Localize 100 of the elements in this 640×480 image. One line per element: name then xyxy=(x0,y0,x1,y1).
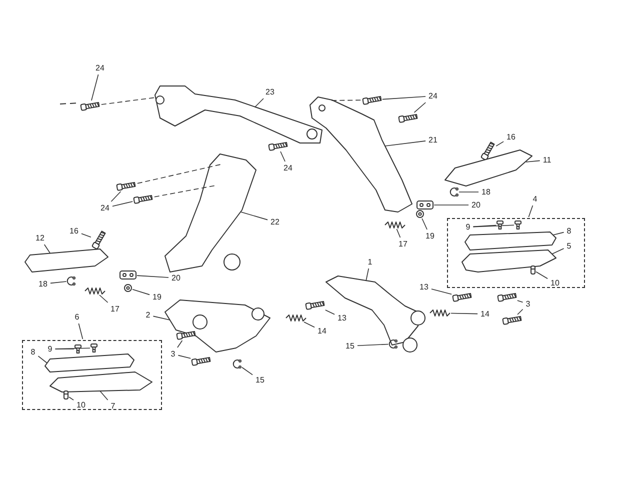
bolt xyxy=(502,316,522,326)
circlip xyxy=(66,276,76,286)
bolt xyxy=(80,102,100,112)
callout-number: 4 xyxy=(532,194,538,204)
bolt xyxy=(452,292,472,302)
callout-number: 2 xyxy=(144,310,152,320)
leader-line xyxy=(472,224,514,228)
bolt xyxy=(133,194,153,204)
callout-number: 1 xyxy=(366,258,374,266)
leader-line xyxy=(324,310,335,315)
callout-number: 19 xyxy=(424,232,436,240)
center-line xyxy=(330,100,362,101)
screw xyxy=(74,344,82,354)
callout-number: 11 xyxy=(542,156,552,164)
callout-number: 6 xyxy=(74,312,80,322)
leader-line xyxy=(54,348,90,350)
leader-line xyxy=(110,191,122,202)
callout-number: 5 xyxy=(566,242,572,250)
detent-plate xyxy=(120,270,136,280)
leader-line xyxy=(44,244,50,254)
screw xyxy=(514,220,522,230)
leader-line xyxy=(517,308,524,315)
washer xyxy=(416,210,424,218)
callout-number: 17 xyxy=(398,240,408,248)
spring xyxy=(384,222,406,228)
screw xyxy=(90,344,98,352)
leader-line xyxy=(99,294,108,303)
callout-number: 8 xyxy=(30,348,36,356)
center-line xyxy=(154,185,216,198)
leader-line xyxy=(382,96,426,100)
rubber-pad xyxy=(44,354,134,372)
bolt xyxy=(268,142,288,152)
rubber-pad xyxy=(464,232,556,250)
callout-number: 9 xyxy=(46,344,54,354)
leader-line xyxy=(526,160,540,162)
callout-number: 3 xyxy=(170,350,176,358)
leader-line xyxy=(38,356,48,364)
callout-number: 17 xyxy=(110,304,120,314)
bolt xyxy=(497,292,517,302)
callout-number: 14 xyxy=(316,326,328,336)
leader-line xyxy=(54,348,74,350)
leader-line xyxy=(472,224,496,228)
pivot-pin xyxy=(64,390,68,400)
leader-line xyxy=(152,316,170,320)
bolt xyxy=(398,114,418,124)
callout-number: 7 xyxy=(110,402,116,410)
callout-number: 20 xyxy=(470,200,482,210)
kit-group-frame xyxy=(22,340,162,410)
callout-number: 24 xyxy=(428,92,438,100)
leader-line xyxy=(366,268,370,282)
callout-number: 9 xyxy=(464,222,472,232)
leader-line xyxy=(50,281,67,284)
leader-line xyxy=(552,248,564,254)
leader-line xyxy=(240,212,268,220)
callout-number: 3 xyxy=(524,300,532,308)
leader-line xyxy=(178,354,192,359)
callout-number: 15 xyxy=(344,342,356,350)
callout-number: 8 xyxy=(566,226,572,236)
washer xyxy=(124,284,132,292)
callout-number: 22 xyxy=(270,218,280,226)
bolt xyxy=(191,356,211,366)
footrest-peg xyxy=(50,372,152,392)
leader-line xyxy=(242,366,253,376)
leader-line xyxy=(280,151,286,162)
spring xyxy=(84,288,106,294)
callout-number: 24 xyxy=(100,204,110,212)
callout-number: 18 xyxy=(480,188,492,196)
leader-line xyxy=(357,344,389,346)
center-line xyxy=(100,97,156,105)
leader-line xyxy=(78,323,84,340)
leader-line xyxy=(136,275,169,278)
bolt xyxy=(305,300,325,310)
mounting-bracket xyxy=(154,86,322,144)
bolt xyxy=(116,182,136,192)
leader-line xyxy=(177,340,183,348)
callout-number: 19 xyxy=(152,292,162,302)
leader-line xyxy=(81,233,92,238)
footrest-peg xyxy=(462,250,556,272)
pivot-pin xyxy=(530,266,536,274)
circlip xyxy=(232,360,242,368)
kit-group-frame xyxy=(447,218,585,288)
bolt xyxy=(176,330,196,340)
callout-number: 23 xyxy=(264,88,276,96)
spring xyxy=(286,314,306,322)
leader-line xyxy=(496,141,504,146)
callout-number: 14 xyxy=(480,310,490,318)
leader-line xyxy=(396,228,401,238)
callout-number: 13 xyxy=(418,282,430,292)
callout-number: 12 xyxy=(34,234,46,242)
leader-line xyxy=(431,288,452,295)
callout-number: 20 xyxy=(170,274,182,282)
circlip xyxy=(388,340,398,348)
callout-number: 10 xyxy=(76,400,86,410)
leader-line xyxy=(91,74,99,101)
screw xyxy=(496,220,504,230)
callout-number: 24 xyxy=(94,64,106,72)
footrest-hanger xyxy=(164,300,270,352)
leader-line xyxy=(516,300,524,303)
callout-number: 10 xyxy=(550,278,560,288)
mounting-bracket xyxy=(164,154,256,272)
